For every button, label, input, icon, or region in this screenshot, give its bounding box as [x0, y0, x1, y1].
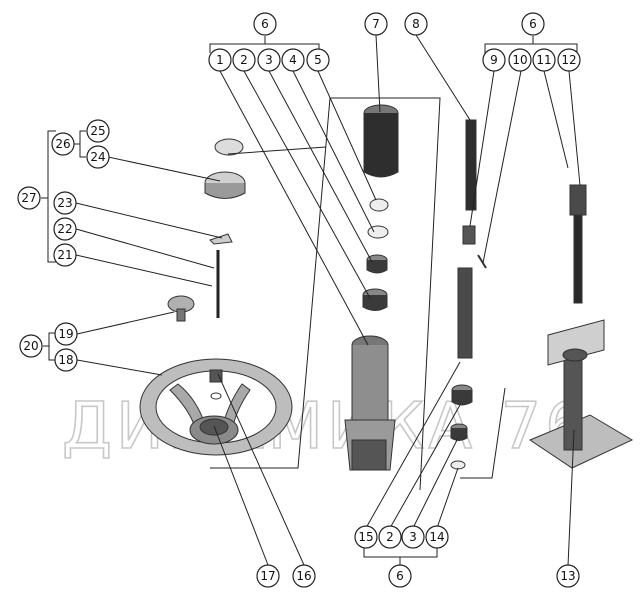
svg-text:4: 4 — [289, 53, 297, 67]
svg-text:16: 16 — [296, 569, 311, 583]
svg-text:9: 9 — [490, 53, 498, 67]
bracket-group-6-top-right — [484, 36, 578, 53]
callout-4: 4 — [281, 48, 305, 72]
callout-2-bottom: 2 — [378, 525, 402, 549]
callout-5: 5 — [306, 48, 330, 72]
svg-text:26: 26 — [55, 137, 70, 151]
svg-text:2: 2 — [386, 530, 394, 544]
callout-10: 10 — [508, 48, 532, 72]
svg-text:12: 12 — [561, 53, 576, 67]
callout-1: 1 — [208, 48, 232, 72]
callout-3: 3 — [257, 48, 281, 72]
svg-text:19: 19 — [58, 327, 73, 341]
part-steering-wheel — [139, 358, 293, 456]
part-cap-25 — [214, 138, 244, 156]
svg-text:6: 6 — [529, 17, 537, 31]
svg-text:10: 10 — [512, 53, 527, 67]
svg-text:24: 24 — [90, 150, 105, 164]
callout-17: 17 — [256, 564, 280, 588]
callout-2: 2 — [232, 48, 256, 72]
callout-11: 11 — [532, 48, 556, 72]
callout-6-bottom: 6 — [388, 564, 412, 588]
part-pin-10 — [477, 254, 487, 269]
svg-text:5: 5 — [314, 53, 322, 67]
callout-8: 8 — [404, 12, 428, 36]
svg-text:1: 1 — [216, 53, 224, 67]
part-column-housing — [344, 335, 396, 471]
svg-text:14: 14 — [429, 530, 444, 544]
callout-22: 22 — [53, 217, 77, 241]
bracket-group-26 — [74, 130, 86, 158]
svg-text:15: 15 — [358, 530, 373, 544]
callout-13: 13 — [556, 564, 580, 588]
callout-15: 15 — [354, 525, 378, 549]
bracket-group-6-bottom — [363, 548, 438, 565]
svg-text:22: 22 — [57, 222, 72, 236]
part-bushing-2 — [362, 288, 388, 311]
callout-20: 20 — [19, 334, 43, 358]
part-horn-button — [167, 295, 195, 322]
svg-text:27: 27 — [21, 191, 36, 205]
part-bushing-3 — [366, 254, 388, 274]
callout-18: 18 — [54, 348, 78, 372]
callout-16: 16 — [292, 564, 316, 588]
svg-text:7: 7 — [372, 17, 380, 31]
svg-text:23: 23 — [57, 196, 72, 210]
callout-27: 27 — [17, 186, 41, 210]
part-sleeve-7 — [363, 104, 399, 178]
svg-text:3: 3 — [265, 53, 273, 67]
callout-6-top-left: 6 — [253, 12, 277, 36]
svg-text:13: 13 — [560, 569, 575, 583]
part-bracket-23 — [209, 233, 233, 245]
svg-text:20: 20 — [23, 339, 38, 353]
svg-text:8: 8 — [412, 17, 420, 31]
callout-19: 19 — [54, 322, 78, 346]
part-ring-5 — [369, 198, 389, 212]
callout-26: 26 — [51, 132, 75, 156]
svg-text:3: 3 — [409, 530, 417, 544]
bracket-group-20 — [43, 332, 55, 361]
part-mount-bracket-13 — [528, 319, 634, 469]
part-bushing-lower — [450, 384, 473, 470]
callout-9: 9 — [482, 48, 506, 72]
callout-6-top-right: 6 — [521, 12, 545, 36]
callout-24: 24 — [86, 145, 110, 169]
part-lower-shaft — [457, 267, 473, 359]
svg-text:21: 21 — [57, 248, 72, 262]
bracket-group-27 — [41, 130, 56, 263]
part-nut-16 — [209, 369, 223, 400]
callout-14: 14 — [425, 525, 449, 549]
callout-25: 25 — [86, 119, 110, 143]
svg-text:6: 6 — [396, 569, 404, 583]
part-shaft-8 — [465, 119, 477, 211]
part-universal-joint — [569, 184, 587, 304]
svg-text:25: 25 — [90, 124, 105, 138]
callout-12: 12 — [557, 48, 581, 72]
svg-text:11: 11 — [536, 53, 551, 67]
callout-23: 23 — [53, 191, 77, 215]
svg-text:18: 18 — [58, 353, 73, 367]
part-coupling-9 — [462, 225, 476, 245]
callout-21: 21 — [53, 243, 77, 267]
svg-text:6: 6 — [261, 17, 269, 31]
leader-lines — [75, 34, 581, 567]
part-ring-4 — [367, 225, 389, 239]
svg-text:2: 2 — [240, 53, 248, 67]
svg-text:17: 17 — [260, 569, 275, 583]
frame-lines — [210, 97, 506, 491]
callout-3-bottom: 3 — [401, 525, 425, 549]
callout-7: 7 — [364, 12, 388, 36]
part-cup-24 — [204, 171, 246, 199]
